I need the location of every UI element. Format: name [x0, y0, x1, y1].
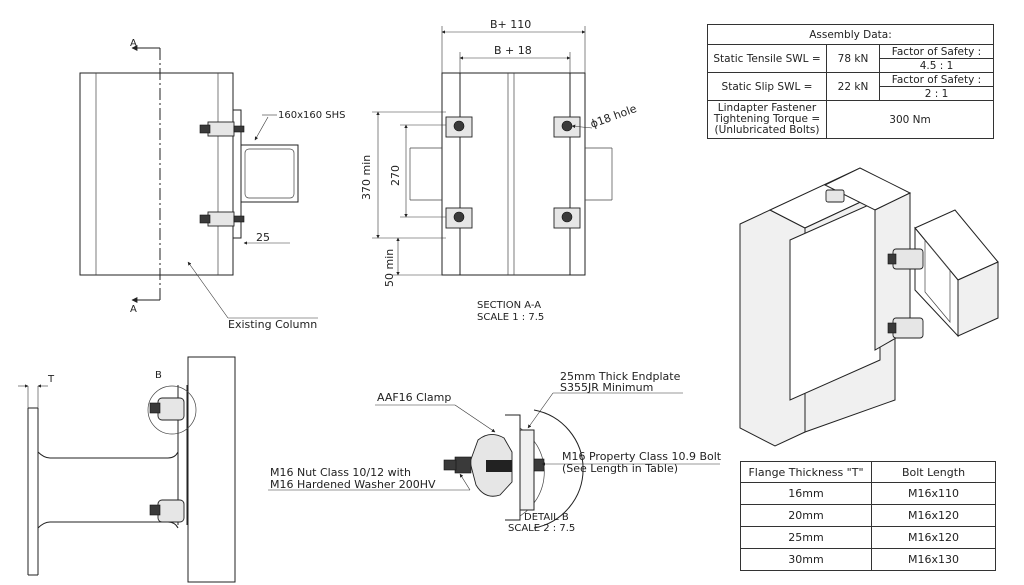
header-bolt: Bolt Length: [871, 461, 996, 483]
endplate-section: [459, 72, 571, 276]
row-bolt: M16x130: [871, 548, 996, 571]
section-a-a-view: [372, 26, 613, 276]
section-caption-1: SECTION A-A: [477, 300, 541, 311]
isometric-view: [739, 167, 999, 447]
side-view: [18, 356, 236, 583]
section-marker-bottom: A: [130, 304, 137, 315]
clamp-label: AAF16 Clamp: [377, 391, 451, 404]
row-bolt: M16x120: [871, 504, 996, 527]
detail-b-circle: [147, 385, 197, 435]
tensile-value: 78 kN: [826, 44, 880, 73]
row-thickness: 25mm: [740, 526, 872, 549]
dim-50: 50 min: [383, 249, 396, 287]
endplate-label-1: 25mm Thick Endplate: [560, 370, 681, 383]
section-caption-2: SCALE 1 : 7.5: [477, 312, 544, 323]
slip-label: Static Slip SWL =: [707, 72, 827, 101]
dim-b110: B+ 110: [490, 18, 531, 31]
row-thickness: 30mm: [740, 548, 872, 571]
table-row: 30mm M16x130: [740, 548, 996, 571]
tensile-label: Static Tensile SWL =: [707, 44, 827, 73]
bolt-length-table: Flange Thickness "T" Bolt Length 16mm M1…: [740, 461, 996, 571]
column-outline: [79, 72, 234, 276]
detail-endplate: [519, 429, 535, 511]
side-endplate-column: [187, 356, 236, 583]
detail-nut: [454, 456, 472, 474]
table-row: 25mm M16x120: [740, 526, 996, 549]
slip-fos-label: Factor of Safety :: [879, 72, 994, 87]
torque-line-1: Lindapter Fastener: [717, 102, 817, 114]
dim-270: 270: [389, 165, 402, 186]
row-thickness: 20mm: [740, 504, 872, 527]
torque-line-2: Tightening Torque =: [713, 113, 821, 125]
shs-section: [240, 144, 299, 203]
detail-caption-2: SCALE 2 : 7.5: [508, 523, 575, 534]
tensile-fos: 4.5 : 1: [879, 58, 994, 73]
detail-b-view: [268, 392, 720, 529]
torque-label: Lindapter Fastener Tightening Torque = (…: [707, 100, 827, 139]
column-label: Existing Column: [228, 318, 317, 331]
t-label: T: [47, 374, 55, 385]
column-elevation-view: [79, 45, 318, 319]
torque-value: 300 Nm: [826, 100, 994, 139]
dim-25: 25: [256, 231, 270, 244]
dim-b18: B + 18: [494, 44, 532, 57]
slip-fos: 2 : 1: [879, 86, 994, 101]
bolt-label-2: (See Length in Table): [562, 462, 678, 475]
row-bolt: M16x110: [871, 482, 996, 505]
nut-label-2: M16 Hardened Washer 200HV: [270, 478, 436, 491]
detail-marker: B: [155, 370, 162, 381]
clamp-top: [199, 121, 245, 137]
assembly-data-table: Assembly Data: Static Tensile SWL = 78 k…: [707, 24, 994, 139]
header-flange: Flange Thickness "T": [740, 461, 872, 483]
nut-label-1: M16 Nut Class 10/12 with: [270, 466, 411, 479]
slip-value: 22 kN: [826, 72, 880, 101]
row-thickness: 16mm: [740, 482, 872, 505]
torque-line-3: (Unlubricated Bolts): [714, 124, 820, 136]
shs-label: 160x160 SHS: [278, 110, 346, 121]
tensile-fos-label: Factor of Safety :: [879, 44, 994, 59]
section-marker-top: A: [130, 38, 137, 49]
detail-caption-1: DETAIL B: [524, 512, 569, 523]
table-row: 20mm M16x120: [740, 504, 996, 527]
endplate-label-2: S355JR Minimum: [560, 381, 653, 394]
dim-370: 370 min: [360, 155, 373, 200]
row-bolt: M16x120: [871, 526, 996, 549]
clamp-bottom: [199, 211, 245, 227]
assembly-title: Assembly Data:: [707, 24, 994, 45]
table-row: 16mm M16x110: [740, 482, 996, 505]
hole-label: ϕ18 hole: [589, 102, 639, 131]
bolt-label-1: M16 Property Class 10.9 Bolt: [562, 450, 722, 463]
